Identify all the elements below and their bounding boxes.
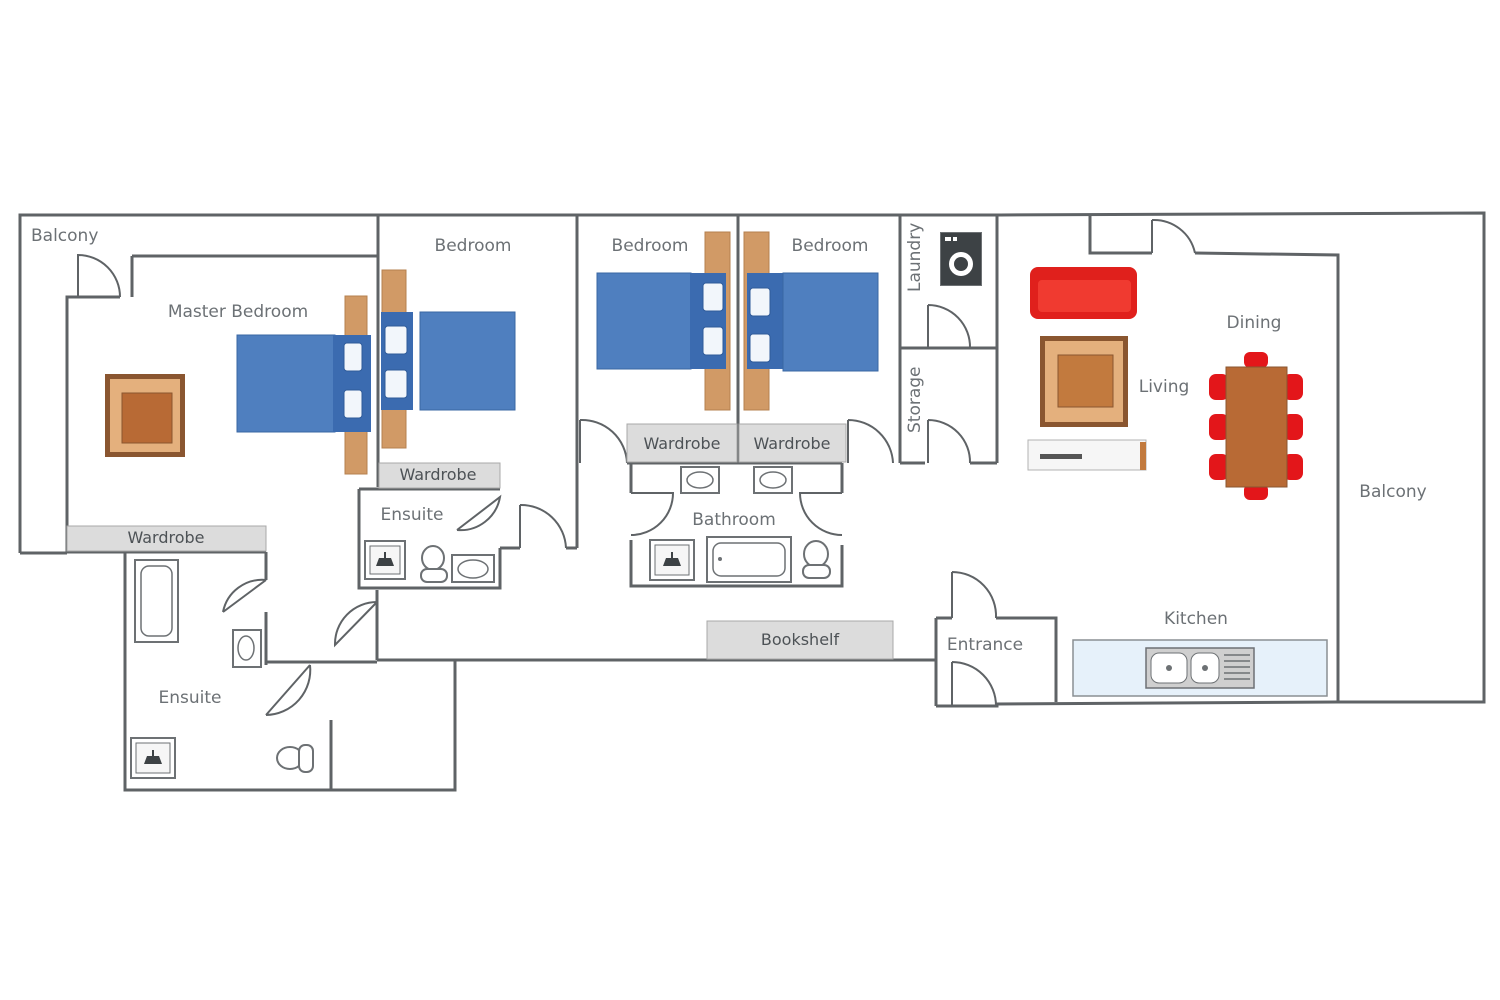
shower-icon [130, 737, 176, 779]
room-label-ensuite-2: Ensuite [159, 688, 222, 708]
room-label-bedroom-3: Bedroom [792, 236, 869, 256]
bathtub-icon [134, 559, 179, 643]
room-label-balcony-left: Balcony [31, 226, 98, 246]
door-icon [265, 664, 312, 716]
door-icon [951, 661, 997, 707]
wardrobe-bedroom-2: Wardrobe [626, 423, 738, 463]
bed-icon [236, 295, 371, 475]
chair-icon [1283, 374, 1303, 400]
chair-icon [1283, 414, 1303, 440]
door-icon [927, 419, 972, 464]
wardrobe-label: Wardrobe [399, 465, 476, 484]
door-icon [519, 503, 567, 549]
chair-icon [1209, 374, 1229, 400]
bed-icon [381, 269, 516, 449]
walls [18, 211, 1486, 792]
door-icon [456, 494, 502, 532]
shower-icon [364, 540, 406, 580]
bed-icon [743, 231, 879, 411]
kitchen-sink-icon [1072, 639, 1328, 697]
room-label-ensuite-1: Ensuite [381, 505, 444, 525]
rug-icon [1040, 336, 1128, 427]
door-icon [798, 492, 843, 536]
room-label-dining: Dining [1227, 313, 1282, 333]
room-label-balcony-right: Balcony [1359, 482, 1426, 502]
room-label-master-bedroom: Master Bedroom [168, 302, 308, 322]
sink-icon [232, 629, 262, 668]
washing-machine-icon [940, 232, 982, 286]
room-label-bedroom-1: Bedroom [435, 236, 512, 256]
bathtub-icon [706, 536, 792, 583]
room-label-entrance: Entrance [947, 635, 1023, 655]
door-icon [333, 601, 378, 648]
bookshelf-label: Bookshelf [761, 630, 840, 649]
wardrobe-bedroom-1: Wardrobe [378, 462, 501, 489]
door-icon [77, 253, 121, 298]
sink-icon [753, 466, 793, 494]
sink-icon [680, 466, 720, 494]
doors [77, 218, 1196, 716]
wardrobe-label: Wardrobe [643, 434, 720, 453]
room-label-storage: Storage [905, 366, 925, 433]
room-labels: Balcony Master Bedroom Bedroom Bedroom B… [31, 223, 1427, 708]
door-icon [927, 304, 972, 349]
door-icon [951, 570, 998, 619]
room-label-bedroom-2: Bedroom [612, 236, 689, 256]
toilet-icon [276, 744, 314, 773]
chair-icon [1209, 414, 1229, 440]
room-label-kitchen: Kitchen [1164, 609, 1228, 629]
door-icon [1151, 218, 1196, 254]
sink-icon [451, 554, 495, 583]
bookshelf: Bookshelf [706, 620, 894, 660]
chair-icon [1209, 454, 1229, 480]
chair-icon [1244, 352, 1268, 368]
room-label-living: Living [1139, 377, 1190, 397]
bed-icon [596, 231, 731, 411]
wardrobe-bedroom-3: Wardrobe [738, 423, 847, 463]
wardrobe-master: Wardrobe [66, 525, 267, 552]
sofa-icon [1030, 267, 1137, 319]
door-icon [222, 578, 267, 613]
shower-icon [649, 539, 695, 581]
chair-icon [1244, 484, 1268, 500]
room-label-bathroom: Bathroom [692, 510, 776, 530]
rug-icon [105, 374, 185, 457]
dining-table-icon [1209, 352, 1303, 500]
door-icon [579, 418, 628, 464]
tv-unit-icon [1027, 439, 1147, 471]
door-icon [630, 492, 675, 536]
chair-icon [1283, 454, 1303, 480]
wardrobe-label: Wardrobe [127, 528, 204, 547]
wardrobe-label: Wardrobe [753, 434, 830, 453]
toilet-icon [420, 545, 448, 583]
room-label-laundry: Laundry [905, 223, 925, 292]
toilet-icon [802, 540, 831, 579]
door-icon [847, 418, 894, 464]
